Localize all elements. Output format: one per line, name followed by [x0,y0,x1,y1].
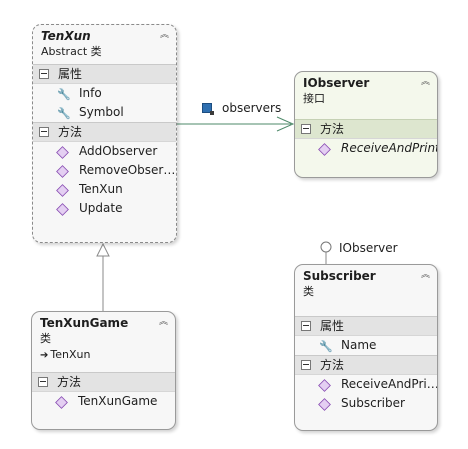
section-title: 方法 [57,375,82,389]
class-header: TenXun Abstract 类 ︽ [33,25,176,59]
collapse-minus-icon[interactable] [39,68,49,79]
member-row[interactable]: Subscriber [295,394,437,413]
member-row[interactable]: TenXun [33,180,176,199]
class-box-iobserver[interactable]: IObserver 接口 ︽ 方法 ReceiveAndPrint [294,71,438,178]
method-icon [318,143,331,156]
wrench-icon: 🔧 [319,340,333,353]
class-box-subscriber[interactable]: Subscriber 类 ︽ 属性 🔧 Name 方法 ReceiveAndPr… [294,264,438,431]
base-class-name: TenXun [50,348,91,361]
collapse-minus-icon[interactable] [39,126,49,137]
section-header-properties[interactable]: 属性 [295,316,437,336]
association-label: observers [222,101,282,115]
section-header-methods[interactable]: 方法 [33,122,176,142]
class-name: IObserver [303,76,370,90]
method-icon [318,379,331,392]
collapse-minus-icon[interactable] [301,123,311,134]
method-icon [318,398,331,411]
class-box-tenxun[interactable]: TenXun Abstract 类 ︽ 属性 🔧 Info 🔧 Symbol 方… [32,24,177,243]
section-title: 属性 [320,319,345,333]
collapse-minus-icon[interactable] [38,376,48,387]
class-header: TenXunGame 类 ➔TenXun ︽ [32,312,175,363]
class-header: IObserver 接口 ︽ [295,72,437,106]
section-header-methods[interactable]: 方法 [295,119,437,139]
class-stereotype: 类 [40,332,51,345]
member-row[interactable]: RemoveObser… [33,161,176,180]
inheritance-arrowhead [96,242,110,257]
member-row[interactable]: Update [33,199,176,218]
collapse-minus-icon[interactable] [301,320,311,331]
member-row[interactable]: TenXunGame [32,392,175,411]
method-icon [55,396,68,409]
section-title: 方法 [320,122,345,136]
member-name: TenXun [79,182,123,196]
association-property-icon [202,103,212,113]
base-class-label: ➔TenXun [40,347,155,363]
class-name: TenXunGame [40,316,129,330]
member-name: AddObserver [79,144,158,158]
class-box-tenxungame[interactable]: TenXunGame 类 ➔TenXun ︽ 方法 TenXunGame [31,311,176,430]
member-name: Name [341,338,377,352]
class-name: TenXun [41,29,91,43]
collapse-chevron-icon[interactable]: ︽ [158,317,168,327]
member-name: RemoveObser… [79,163,176,177]
lollipop-circle [320,241,332,253]
section-title: 方法 [320,358,345,372]
member-row[interactable]: AddObserver [33,142,176,161]
member-name: Subscriber [341,396,405,410]
association-arrowhead [276,116,295,132]
section-title: 属性 [58,67,83,81]
member-row[interactable]: 🔧 Info [33,84,176,103]
inherits-arrow-icon: ➔ [40,350,49,361]
wrench-icon: 🔧 [57,107,71,120]
method-icon [56,184,69,197]
class-stereotype: Abstract 类 [41,45,102,58]
member-name: Update [79,201,123,215]
class-stereotype: 类 [303,285,314,298]
member-row[interactable]: 🔧 Name [295,336,437,355]
member-name: Info [79,86,102,100]
section-header-methods[interactable]: 方法 [32,372,175,392]
section-title: 方法 [58,125,83,139]
member-name: ReceiveAndPri… [341,377,438,391]
member-row[interactable]: ReceiveAndPrint [295,139,437,158]
method-icon [56,203,69,216]
wrench-icon: 🔧 [57,88,71,101]
class-header: Subscriber 类 ︽ [295,265,437,299]
method-icon [56,146,69,159]
collapse-chevron-icon[interactable]: ︽ [420,270,430,280]
member-name: Symbol [79,105,124,119]
lock-icon [210,111,214,115]
section-header-properties[interactable]: 属性 [33,64,176,84]
class-name: Subscriber [303,269,376,283]
member-row[interactable]: 🔧 Symbol [33,103,176,122]
lollipop-interface-label: IObserver [339,241,398,255]
collapse-chevron-icon[interactable]: ︽ [159,30,169,40]
member-row[interactable]: ReceiveAndPri… [295,375,437,394]
member-name: TenXunGame [78,394,158,408]
class-stereotype: 接口 [303,92,325,105]
collapse-chevron-icon[interactable]: ︽ [420,77,430,87]
method-icon [56,165,69,178]
section-header-methods[interactable]: 方法 [295,355,437,375]
collapse-minus-icon[interactable] [301,359,311,370]
member-name: ReceiveAndPrint [341,141,438,155]
